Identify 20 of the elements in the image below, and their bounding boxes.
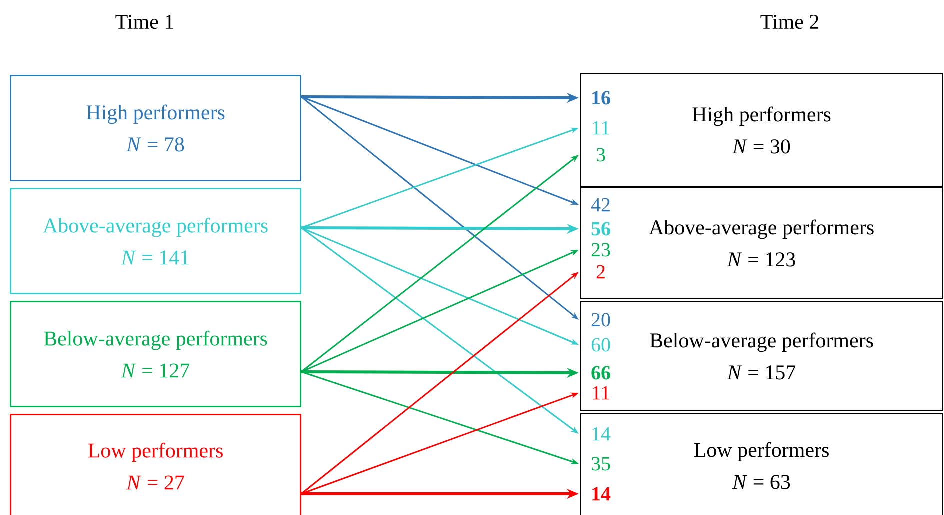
edge-label: 42: [591, 198, 610, 212]
group-box: Low performers N = 27: [10, 414, 302, 515]
edge-label: 11: [593, 386, 610, 400]
group-box: Below-average performers N = 127: [10, 301, 302, 408]
edge-label: 35: [592, 457, 610, 471]
group-box: Above-average performers N = 141: [10, 188, 302, 294]
group-box: High performers N = 78: [10, 75, 302, 182]
edge-label: 23: [592, 243, 610, 257]
time-label: Time 2: [760, 14, 819, 30]
edge-label: 2: [596, 265, 605, 279]
edge-label: 16: [592, 91, 610, 105]
edge-label: 66: [592, 366, 610, 380]
edge-label: 3: [596, 148, 606, 162]
edge-label: 56: [592, 222, 610, 236]
edge-label: 14: [592, 487, 611, 501]
edge-label: 60: [592, 338, 610, 352]
edge-label: 11: [593, 121, 610, 135]
edge-label: 14: [592, 427, 611, 441]
edge-label: 20: [592, 313, 610, 327]
time-label: Time 1: [116, 14, 174, 30]
